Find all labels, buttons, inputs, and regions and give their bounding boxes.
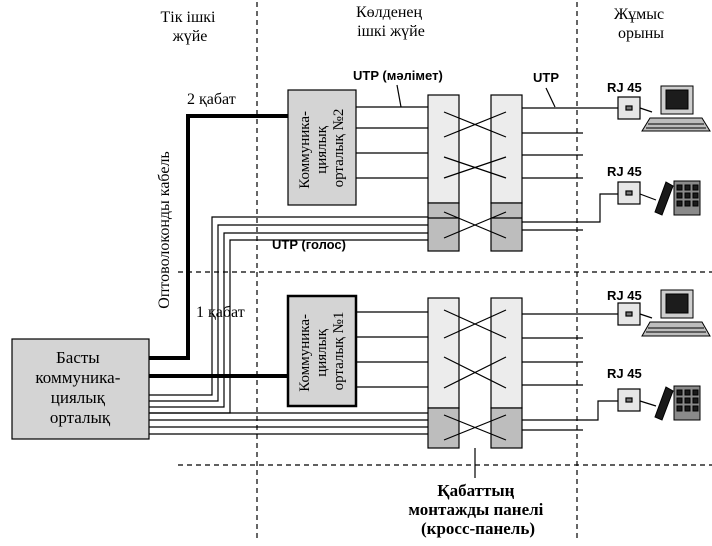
phone-icon xyxy=(654,180,701,216)
fiber-cables xyxy=(149,114,290,378)
column-dividers xyxy=(178,2,712,540)
column-heading-workplace: Жұмыс орыны xyxy=(614,6,668,42)
rj45-label-2: RJ 45 xyxy=(607,164,642,179)
utp-data-pointer xyxy=(396,84,402,108)
main-communication-center: Басты коммуника- циялық орталық xyxy=(11,338,150,440)
floor-center-2: Коммуника- циялық орталық №2 xyxy=(287,89,357,206)
socket-to-device-lines xyxy=(639,107,657,407)
center-to-panel-lines xyxy=(356,106,428,388)
floor-center-1: Коммуника- циялық орталық №1 xyxy=(286,294,358,408)
column-heading-vertical: Тік ішкі жүйе xyxy=(161,9,220,45)
computer-icon xyxy=(641,289,711,337)
voice-trunk-cables xyxy=(149,216,428,435)
panel-to-workplace-lines-floor1 xyxy=(522,313,618,431)
phone-icon xyxy=(654,385,701,421)
cross-panel-floor2 xyxy=(427,94,523,252)
fiber-cable-floor2 xyxy=(149,114,290,360)
computer-icon xyxy=(641,85,711,132)
fiber-cable-label: Оптоволоконды кабель xyxy=(156,151,173,308)
utp-label: UTP xyxy=(533,70,559,85)
utp-pointer xyxy=(545,87,556,108)
cross-panel-floor1 xyxy=(427,297,523,449)
panel-to-workplace-lines-floor2 xyxy=(522,107,618,231)
rj45-label-3: RJ 45 xyxy=(607,288,642,303)
floor-2-label: 2 қабат xyxy=(187,91,236,108)
rj45-label-1: RJ 45 xyxy=(607,80,642,95)
utp-data-label: UTP (мәлімет) xyxy=(353,68,443,83)
rj45-sockets xyxy=(617,96,641,412)
rj45-label-4: RJ 45 xyxy=(607,366,642,381)
patch-panel-label: Қабаттың монтажды панелі (кросс-панель) xyxy=(408,481,547,538)
floor-center-1-label: Коммуника- циялық орталық №1 xyxy=(297,310,347,391)
column-heading-horizontal: Көлденең ішкі жүйе xyxy=(356,4,426,40)
floor-center-2-label: Коммуника- циялық орталық №2 xyxy=(297,107,347,188)
main-center-label: Басты коммуника- циялық орталық xyxy=(35,348,124,427)
floor-1-label: 1 қабат xyxy=(196,304,245,321)
utp-voice-label: UTP (голос) xyxy=(272,237,346,252)
